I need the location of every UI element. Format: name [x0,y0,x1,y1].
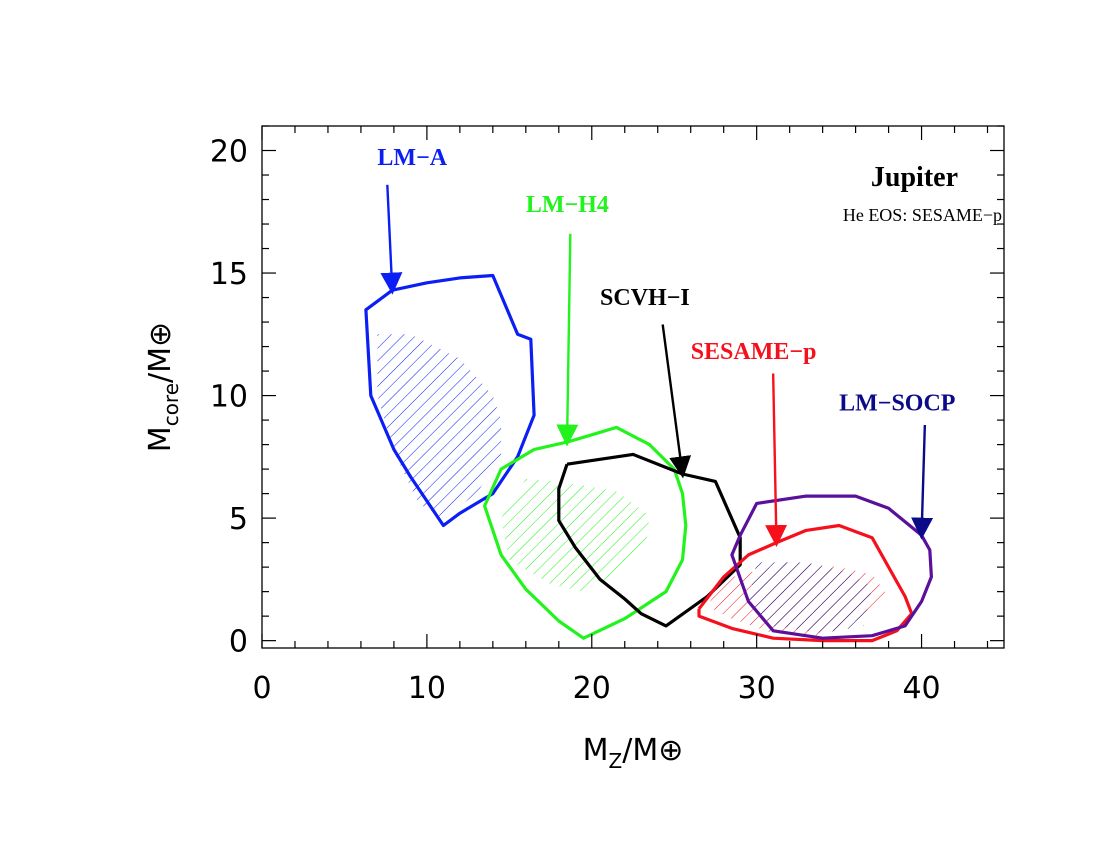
x-tick-label: 20 [573,671,611,706]
x-axis-title-main: M [583,733,609,768]
y-tick-label: 20 [210,135,248,170]
x-axis-title-sub: Z [609,749,623,773]
y-axis-title-rest: /M⊕ [143,322,178,383]
contour-line [557,452,742,628]
series-label: LM−A [377,145,447,171]
x-axis-title: MZ/M⊕ [583,733,684,773]
annotation-title: Jupiter [871,162,958,193]
series-label: SCVH−I [600,285,690,311]
x-tick-label: 10 [408,671,446,706]
plot-frame [261,125,1005,649]
hatch-region [501,478,650,592]
pointer-arrow [661,324,692,479]
hatch-region [377,334,502,519]
contour-line [483,425,688,640]
x-tick-label: 30 [738,671,776,706]
y-axis-title: Mcore/M⊕ [143,322,183,452]
y-axis-title-main: M [143,426,178,452]
tick-layer [261,125,1004,648]
pointer-arrow [556,233,579,447]
pointer-arrow [911,424,934,540]
hatch-region [748,562,873,634]
series-label: LM−H4 [526,192,609,218]
series-label: SESAME−p [691,339,817,365]
x-tick-label: 0 [252,671,271,706]
x-axis-title-rest: /M⊕ [622,733,683,768]
x-tick-label: 40 [902,671,940,706]
y-axis-title-sub: core [159,383,183,426]
series-label: LM−SOCP [839,390,955,416]
y-tick-label: 15 [210,257,248,292]
hatch-layer [377,334,889,636]
pointer-arrow [765,373,788,548]
contour-line [364,273,536,528]
contour-line [730,494,934,640]
annotation-subtitle: He EOS: SESAME−p [843,205,1002,225]
tick-label-layer: 0 10 20 30 40 0 5 10 15 20 [210,135,941,706]
pointer-arrow [380,184,403,295]
y-tick-label: 5 [229,502,248,537]
y-tick-label: 0 [229,625,248,660]
y-tick-label: 10 [210,380,248,415]
arrow-layer [380,184,934,548]
